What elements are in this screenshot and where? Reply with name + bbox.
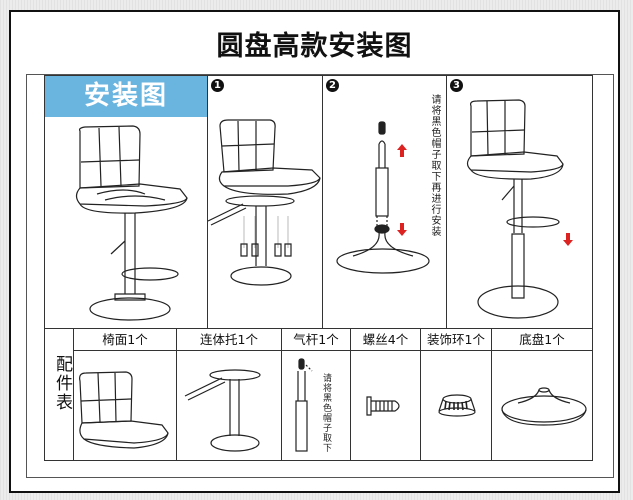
step-3-number: 3 <box>450 79 463 92</box>
parts-label: 配件表 <box>52 355 72 412</box>
install-banner: 安装图 <box>45 76 207 117</box>
step-3-panel: 3 <box>446 75 593 329</box>
page-title: 圆盘高款安装图 <box>216 31 413 62</box>
part-image-chassis <box>176 350 282 461</box>
step-3-assembled-stool-icon <box>466 99 573 319</box>
overview-panel: 安装图 <box>44 75 208 329</box>
bar-stool-icon <box>75 125 188 321</box>
part-header-seat: 椅面1个 <box>73 328 177 351</box>
part-image-trim-ring <box>420 350 492 461</box>
part-image-seat <box>73 350 177 461</box>
step-1-number: 1 <box>211 79 224 92</box>
gas-lift-note: 请将黑色帽子取下 <box>321 373 331 453</box>
part-image-gas-lift: 请将黑色帽子取下 <box>281 350 351 461</box>
chassis-icon <box>184 369 261 452</box>
part-image-base <box>491 350 593 461</box>
seat-icon <box>79 371 169 449</box>
part-header-trim-ring: 装饰环1个 <box>420 328 492 351</box>
part-header-gas-lift: 气杆1个 <box>281 328 351 351</box>
step-1-panel: 1 <box>207 75 323 329</box>
gas-lift-assembly-icon <box>336 121 430 274</box>
step-1-exploded-stool-icon <box>207 119 321 286</box>
step-2-note: 请将黑色帽子取下再进行安装 <box>429 94 440 237</box>
part-header-screws: 螺丝4个 <box>350 328 421 351</box>
part-header-base: 底盘1个 <box>491 328 593 351</box>
step-2-number: 2 <box>326 79 339 92</box>
part-header-chassis: 连体托1个 <box>176 328 282 351</box>
base-icon <box>501 387 587 426</box>
part-image-screws <box>350 350 421 461</box>
step-2-panel: 2 请将黑色帽子取下再进行安装 <box>322 75 447 329</box>
inner-frame <box>26 74 614 478</box>
trim-ring-icon <box>438 394 476 417</box>
gas-lift-icon <box>295 358 313 452</box>
screw-icon <box>366 396 400 416</box>
parts-label-cell: 配件表 <box>44 328 74 461</box>
